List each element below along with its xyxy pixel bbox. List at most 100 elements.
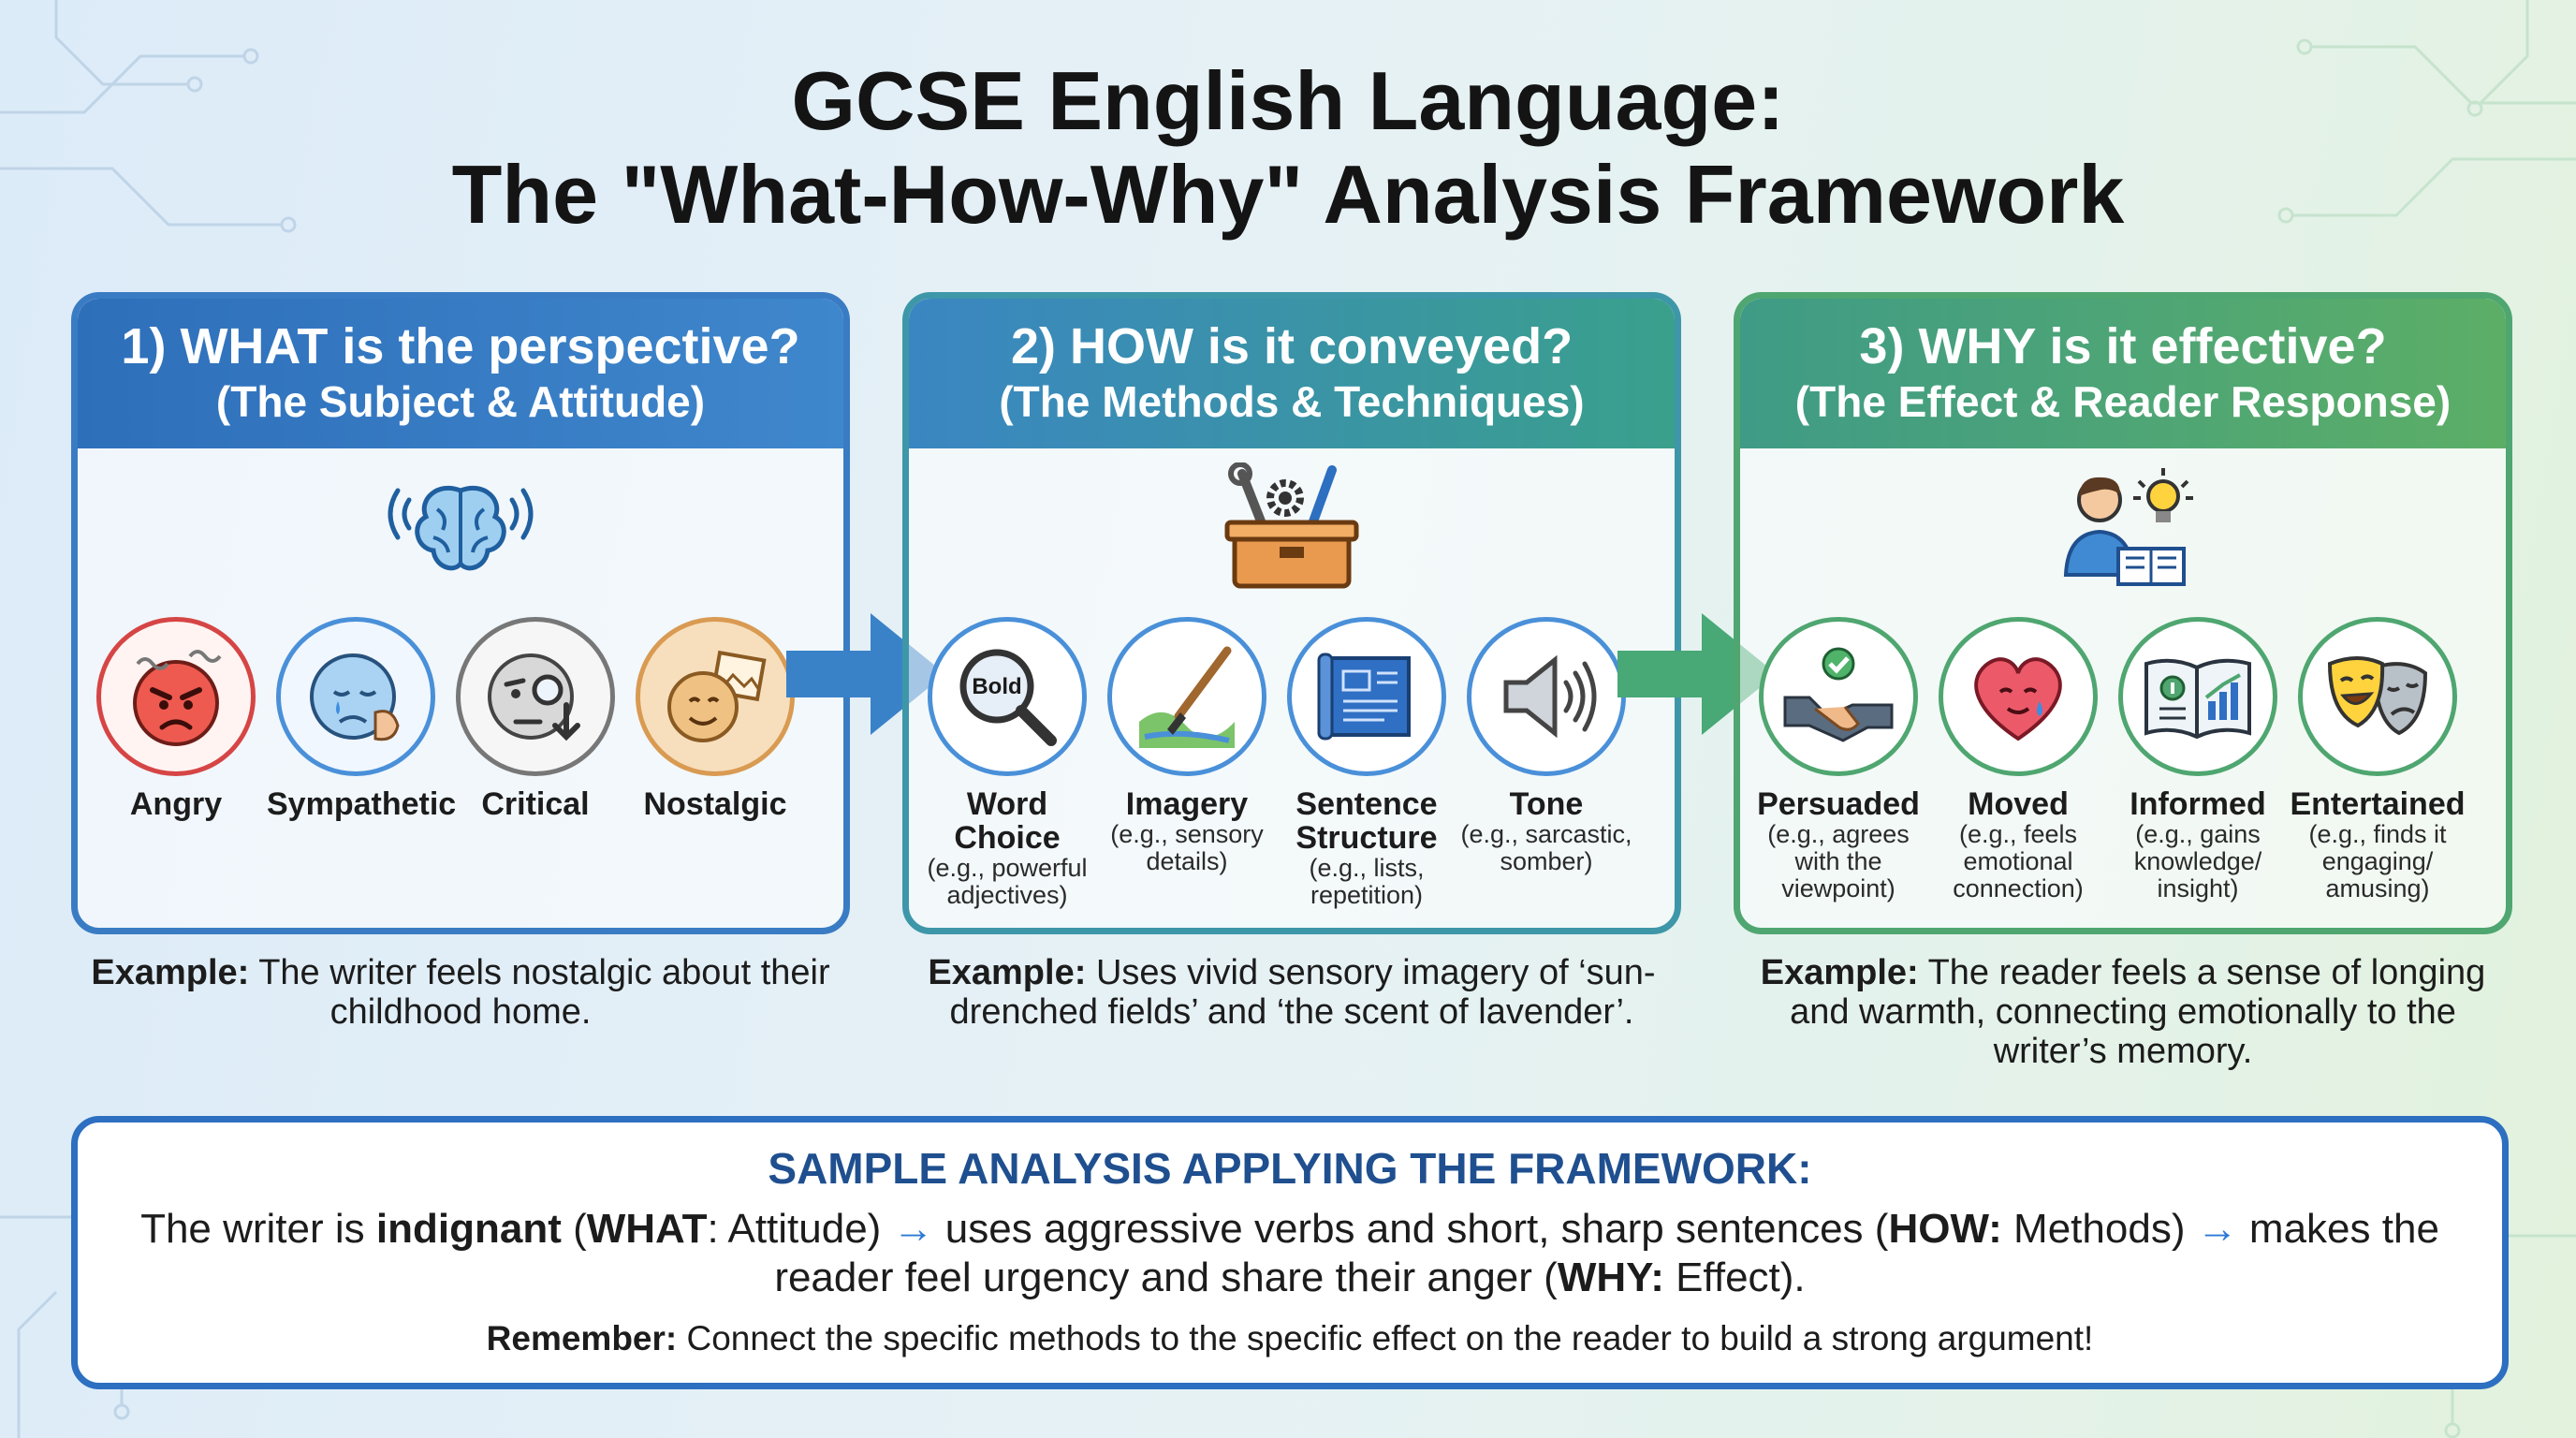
handshake-icon <box>1783 647 1894 742</box>
panel-how-heading: 2) HOW is it conveyed? <box>1010 318 1573 374</box>
item-moved-label: Moved <box>1968 786 2069 822</box>
title-line-2: The "What-How-Why" Analysis Framework <box>451 148 2125 241</box>
item-word-choice: Bold Word Choice (e.g., powerful adjecti… <box>918 617 1096 909</box>
item-word-choice-sub: (e.g., powerful adjectives) <box>927 854 1088 909</box>
panel-what-header: 1) WHAT is the perspective? (The Subject… <box>78 299 843 448</box>
book-chart-icon <box>2144 658 2251 740</box>
panel-why-header: 3) WHY is it effective? (The Effect & Re… <box>1740 299 2506 448</box>
item-informed-label: Informed <box>2130 786 2266 822</box>
word-choice-badge: Bold <box>972 674 1021 699</box>
panel-what-heading: 1) WHAT is the perspective? <box>121 318 800 374</box>
paintbrush-icon <box>1139 646 1235 748</box>
moved-circle <box>1939 617 2098 776</box>
sample-indignant: indignant <box>375 1206 562 1252</box>
item-sympathetic-label: Sympathetic <box>267 786 457 822</box>
brain-icon <box>388 485 534 571</box>
panel-what: 1) WHAT is the perspective? (The Subject… <box>71 292 850 934</box>
sample-analysis-text: The writer is indignant (WHAT: Attitude)… <box>129 1205 2451 1302</box>
item-critical: Critical <box>446 617 624 821</box>
sad-face-icon <box>310 653 400 741</box>
item-tone-label: Tone <box>1509 786 1584 822</box>
sample-remember-note: Remember: Connect the specific methods t… <box>78 1319 2502 1358</box>
sample-text-2: ( <box>561 1206 587 1252</box>
page-title: GCSE English Language: The "What-How-Why… <box>0 54 2576 242</box>
panel-how-header: 2) HOW is it conveyed? (The Methods & Te… <box>909 299 1675 448</box>
sample-remember-text: Connect the specific methods to the spec… <box>677 1319 2094 1357</box>
item-persuaded-label: Persuaded <box>1757 786 1920 822</box>
arrow-right-icon: → <box>2196 1206 2238 1252</box>
item-entertained: Entertained (e.g., finds it engaging/ am… <box>2289 617 2466 902</box>
title-line-1: GCSE English Language: <box>791 54 1785 147</box>
sample-what: WHAT <box>586 1206 708 1252</box>
item-sentence-structure: Sentence Structure (e.g., lists, repetit… <box>1278 617 1456 909</box>
magnifier-icon: Bold <box>959 649 1057 746</box>
item-angry: Angry <box>87 617 265 821</box>
item-sentence-structure-label: Sentence Structure <box>1295 786 1438 856</box>
item-entertained-sub: (e.g., finds it engaging/ amusing) <box>2308 820 2447 902</box>
example-what: Example: The writer feels nostalgic abou… <box>71 953 850 1032</box>
toolbox-icon <box>1224 462 1359 589</box>
panel-why: 3) WHY is it effective? (The Effect & Re… <box>1734 292 2512 934</box>
sample-text-1: The writer is <box>140 1206 376 1252</box>
sample-why: WHY: <box>1557 1255 1664 1300</box>
item-tone-sub: (e.g., sarcastic, somber) <box>1460 820 1632 875</box>
item-sentence-structure-sub: (e.g., lists, repetition) <box>1309 854 1425 909</box>
sample-analysis-box: SAMPLE ANALYSIS APPLYING THE FRAMEWORK: … <box>71 1116 2509 1389</box>
item-angry-label: Angry <box>129 786 223 822</box>
sample-how: HOW: <box>1888 1206 2002 1252</box>
sample-analysis-title: SAMPLE ANALYSIS APPLYING THE FRAMEWORK: <box>768 1144 1812 1193</box>
reader-lightbulb-icon <box>2063 468 2193 586</box>
panel-how: 2) HOW is it conveyed? (The Methods & Te… <box>902 292 1681 934</box>
word-choice-circle: Bold <box>928 617 1087 776</box>
sentence-structure-circle <box>1287 617 1446 776</box>
example-how: Example: Uses vivid sensory imagery of ‘… <box>902 953 1681 1032</box>
example-why-text: The reader feels a sense of longing and … <box>1790 953 2486 1071</box>
heart-icon <box>1974 657 2062 741</box>
item-persuaded-sub: (e.g., agrees with the viewpoint) <box>1767 820 1910 902</box>
panel-why-heading: 3) WHY is it effective? <box>1859 318 2387 374</box>
item-imagery: Imagery (e.g., sensory details) <box>1098 617 1276 875</box>
panel-why-subheading: (The Effect & Reader Response) <box>1794 377 2452 426</box>
example-what-label: Example: <box>91 953 250 992</box>
theatre-masks-icon <box>2327 656 2428 736</box>
item-imagery-label: Imagery <box>1125 786 1249 822</box>
blueprint-icon <box>1317 653 1411 741</box>
sample-text-5: Methods) <box>2001 1206 2197 1252</box>
persuaded-circle <box>1759 617 1918 776</box>
item-word-choice-label: Word Choice <box>954 786 1061 856</box>
sample-text-6: makes the reader feel urgency and share … <box>774 1206 2439 1300</box>
informed-circle <box>2118 617 2277 776</box>
arrow-right-icon: → <box>892 1206 934 1252</box>
example-how-text: Uses vivid sensory imagery of ‘sun-drenc… <box>949 953 1656 1032</box>
example-how-label: Example: <box>928 953 1087 992</box>
sample-remember-label: Remember: <box>486 1319 678 1357</box>
nostalgic-face-icon <box>667 650 767 742</box>
item-persuaded: Persuaded (e.g., agrees with the viewpoi… <box>1749 617 1927 902</box>
sample-text-3: : Attitude) <box>707 1206 893 1252</box>
sample-text-4: uses aggressive verbs and short, sharp s… <box>933 1206 1889 1252</box>
item-entertained-label: Entertained <box>2290 786 2466 822</box>
sympathetic-face-circle <box>276 617 435 776</box>
example-what-text: The writer feels nostalgic about their c… <box>258 953 830 1032</box>
panel-what-subheading: (The Subject & Attitude) <box>215 377 706 426</box>
item-nostalgic-label: Nostalgic <box>643 786 787 822</box>
nostalgic-face-circle <box>636 617 795 776</box>
example-why: Example: The reader feels a sense of lon… <box>1734 953 2512 1071</box>
entertained-circle <box>2298 617 2457 776</box>
item-sympathetic: Sympathetic <box>267 617 457 822</box>
sample-text-7: Effect). <box>1663 1255 1806 1300</box>
item-critical-label: Critical <box>481 786 590 822</box>
tone-circle <box>1467 617 1626 776</box>
critical-face-circle <box>456 617 615 776</box>
item-nostalgic: Nostalgic <box>626 617 804 821</box>
panel-how-subheading: (The Methods & Techniques) <box>999 377 1585 426</box>
item-tone: Tone (e.g., sarcastic, somber) <box>1457 617 1635 875</box>
imagery-circle <box>1107 617 1266 776</box>
item-informed-sub: (e.g., gains knowledge/ insight) <box>2133 820 2262 902</box>
angry-face-icon <box>133 650 222 746</box>
item-moved: Moved (e.g., feels emotional connection) <box>1929 617 2107 902</box>
item-moved-sub: (e.g., feels emotional connection) <box>1953 820 2084 902</box>
critical-face-icon <box>488 653 580 741</box>
item-informed: Informed (e.g., gains knowledge/ insight… <box>2109 617 2287 902</box>
item-imagery-sub: (e.g., sensory details) <box>1110 820 1264 875</box>
